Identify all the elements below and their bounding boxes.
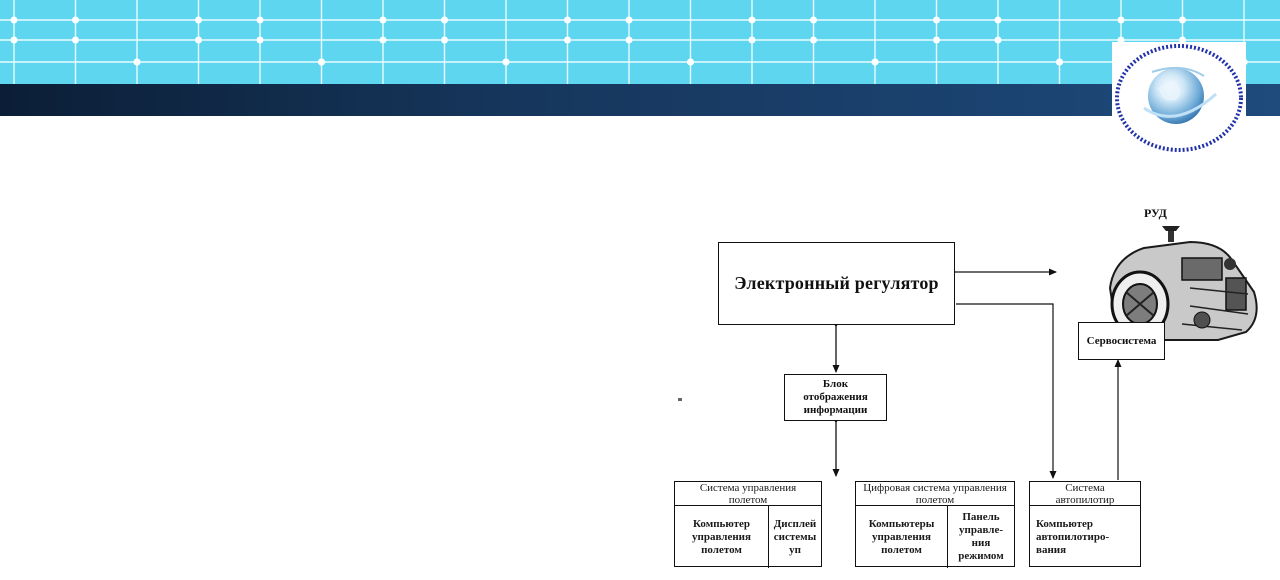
- grid-dot: [133, 58, 141, 66]
- flight-control-system-box: Система управления полетом Компьютер упр…: [674, 481, 822, 568]
- digital-flight-control-title: Цифровая система управления полетом: [856, 482, 1014, 506]
- flight-control-computer-cell: Компьютер управления полетом: [675, 506, 769, 568]
- grid-dot: [72, 36, 79, 44]
- connectors: [832, 268, 1122, 480]
- grid-dot: [564, 36, 571, 44]
- grid-dot: [441, 16, 448, 24]
- grid-dot: [748, 16, 756, 24]
- grid-dot: [379, 36, 387, 44]
- flight-computers-cell: Компьютеры управления полетом: [856, 506, 948, 568]
- grid-dot: [502, 58, 510, 66]
- grid-dot: [748, 36, 756, 44]
- grid-dot: [933, 16, 940, 24]
- grid-dot: [379, 16, 387, 24]
- flight-control-system-title: Система управления полетом: [675, 482, 821, 506]
- arrow-regulator-autopilot: [956, 303, 1057, 479]
- grid-dot: [994, 36, 1002, 44]
- grid-dot: [871, 58, 879, 66]
- grid-dot: [1179, 16, 1186, 24]
- grid-dot: [256, 36, 264, 44]
- autopilot-system-title: Система автопилотир: [1030, 482, 1140, 506]
- grid-dot: [625, 36, 633, 44]
- scan-speck: [678, 398, 682, 401]
- grid-dot: [10, 16, 18, 24]
- grid-dot: [195, 16, 202, 24]
- electronic-regulator-label: Электронный регулятор: [734, 273, 939, 293]
- grid-dot: [933, 36, 940, 44]
- header-bar: [0, 84, 1280, 116]
- servo-system-box: Сервосистема: [1078, 322, 1165, 360]
- display-unit-box: Блок отображения информации: [784, 374, 887, 421]
- grid-pattern: [0, 0, 1280, 84]
- grid-dot: [256, 16, 264, 24]
- grid-dot: [195, 36, 202, 44]
- grid-dot: [687, 58, 694, 66]
- grid-dot: [1117, 16, 1125, 24]
- grid-dot: [810, 16, 817, 24]
- grid-dot: [318, 58, 325, 66]
- grid-dot: [1056, 58, 1063, 66]
- globe-icon: [1112, 42, 1246, 154]
- grid-dot: [441, 36, 448, 44]
- grid-dot: [1179, 36, 1186, 44]
- grid-dot: [810, 36, 817, 44]
- display-unit-label: Блок отображения информации: [803, 378, 868, 416]
- autopilot-system-box: Система автопилотир Компьютер автопилоти…: [1029, 481, 1141, 567]
- grid-dot: [10, 36, 18, 44]
- header-grid-banner: [0, 0, 1280, 84]
- servo-system-label: Сервосистема: [1086, 335, 1157, 347]
- rud-label: РУД: [1144, 206, 1167, 220]
- mode-control-panel-cell: Панель управле-ния режимом: [958, 511, 1004, 562]
- flight-display-cell: Дисплей системы уп: [773, 517, 817, 556]
- grid-dot: [72, 16, 79, 24]
- digital-flight-control-box: Цифровая система управления полетом Комп…: [855, 481, 1015, 568]
- electronic-regulator-box: Электронный регулятор: [718, 242, 955, 325]
- flowchart: РУД Электронный регулятор Блок отображен…: [660, 196, 1270, 580]
- grid-dot: [625, 16, 633, 24]
- grid-dot: [1117, 36, 1125, 44]
- grid-dot: [994, 16, 1002, 24]
- grid-dot: [564, 16, 571, 24]
- autopilot-computer-cell: Компьютер автопилотиро-вания: [1036, 517, 1110, 556]
